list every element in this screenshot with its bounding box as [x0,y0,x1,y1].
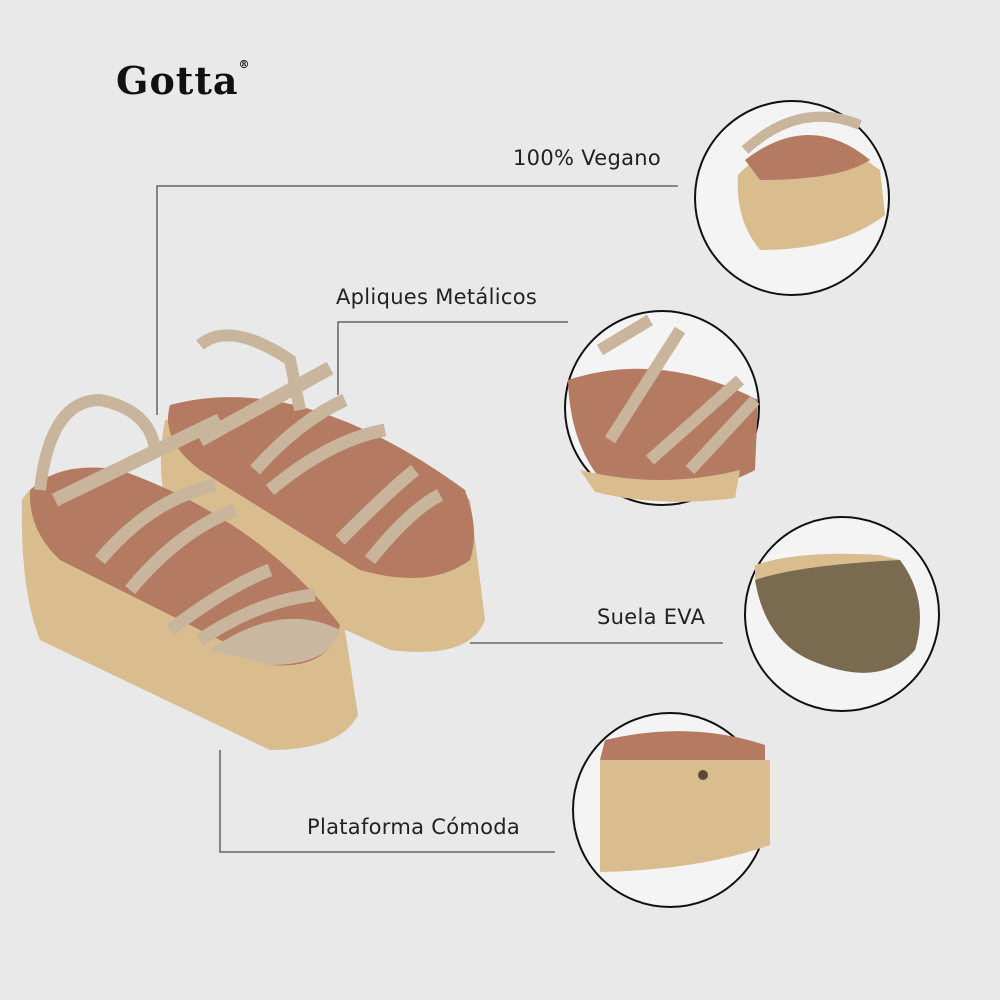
connector-apliques [337,321,568,395]
detail-apliques [564,310,760,506]
feature-label-suela: Suela EVA [597,605,706,629]
connector-vegano [156,185,678,415]
registered-mark: ® [238,58,251,71]
connector-plataforma [219,750,555,853]
feature-label-apliques: Apliques Metálicos [336,285,538,309]
feature-label-vegano: 100% Vegano [513,146,662,170]
sandal-back [160,329,485,652]
brand-logo: Gotta® [116,58,251,103]
feature-label-plataforma: Plataforma Cómoda [307,815,521,839]
detail-vegano [694,100,890,296]
detail-suela [744,516,940,712]
sandal-front [21,393,359,750]
detail-plataforma [572,712,770,908]
connector-lines [156,185,723,853]
logo-text: Gotta [116,58,239,103]
